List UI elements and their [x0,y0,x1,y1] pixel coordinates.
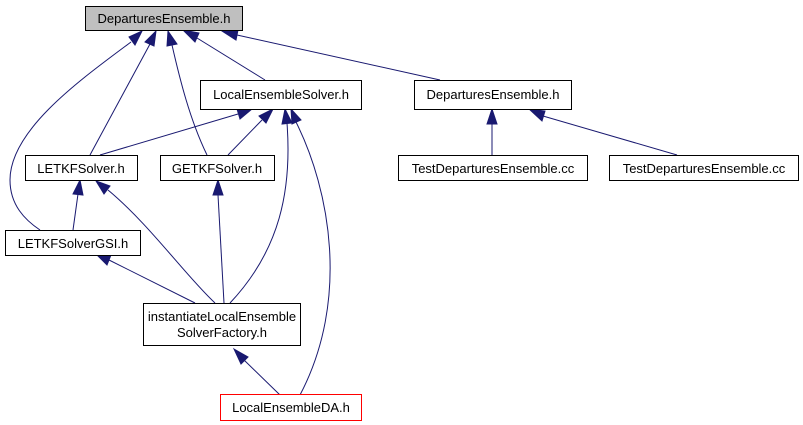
edge-instantiate-factory-to-local-ensemble-da [232,347,281,396]
edge-local-ensemble-solver-to-instantiate-factory [229,107,293,304]
edge-local-ensemble-solver-to-letkf-solver [99,108,254,156]
edge-root-to-getkf-solver [166,29,208,156]
node-local-ensemble-solver[interactable]: LocalEnsembleSolver.h [200,80,362,110]
node-label: LocalEnsembleDA.h [232,400,350,415]
edge-letkf-solver-to-letkf-solver-gsi [72,178,84,231]
node-label: LETKFSolverGSI.h [18,236,129,251]
node-label-line-1: instantiateLocalEnsemble [148,309,296,324]
node-departures-ensemble[interactable]: DeparturesEnsemble.h [414,80,572,110]
node-departures-ensemble-root[interactable]: DeparturesEnsemble.h [85,6,243,31]
edge-letkf-solver-gsi-to-instantiate-factory [94,253,196,304]
edge-root-to-departures-ensemble [220,29,441,81]
node-letkf-solver[interactable]: LETKFSolver.h [25,155,138,181]
node-label: DeparturesEnsemble.h [427,87,560,102]
edge-root-to-local-ensemble-solver [181,29,266,81]
edge-letkf-solver-to-instantiate-factory [94,180,216,304]
edge-local-ensemble-solver-to-local-ensemble-da [290,107,331,396]
edge-departures-ensemble-to-test-cc-1 [486,107,498,155]
node-getkf-solver[interactable]: GETKFSolver.h [160,155,275,181]
node-label: LETKFSolver.h [37,161,124,176]
node-test-departures-ensemble-cc-1[interactable]: TestDeparturesEnsemble.cc [398,155,588,181]
edges [9,29,678,396]
node-label: GETKFSolver.h [172,161,262,176]
edge-local-ensemble-solver-to-getkf-solver [227,107,275,156]
node-label: TestDeparturesEnsemble.cc [623,161,786,176]
edge-root-to-letkf-solver-gsi [9,29,144,231]
node-letkf-solver-gsi[interactable]: LETKFSolverGSI.h [5,230,141,256]
edge-getkf-solver-to-instantiate-factory [212,178,225,304]
node-label: DeparturesEnsemble.h [98,11,231,26]
node-instantiate-local-ensemble-solver-factory[interactable]: instantiateLocalEnsemble SolverFactory.h [143,303,301,346]
node-label-line-2: SolverFactory.h [177,325,267,340]
edge-root-to-letkf-solver [89,29,157,156]
node-label: LocalEnsembleSolver.h [213,87,349,102]
node-label: TestDeparturesEnsemble.cc [412,161,575,176]
node-local-ensemble-da[interactable]: LocalEnsembleDA.h [220,394,362,421]
edge-departures-ensemble-to-test-cc-2 [527,108,678,156]
node-test-departures-ensemble-cc-2[interactable]: TestDeparturesEnsemble.cc [609,155,799,181]
